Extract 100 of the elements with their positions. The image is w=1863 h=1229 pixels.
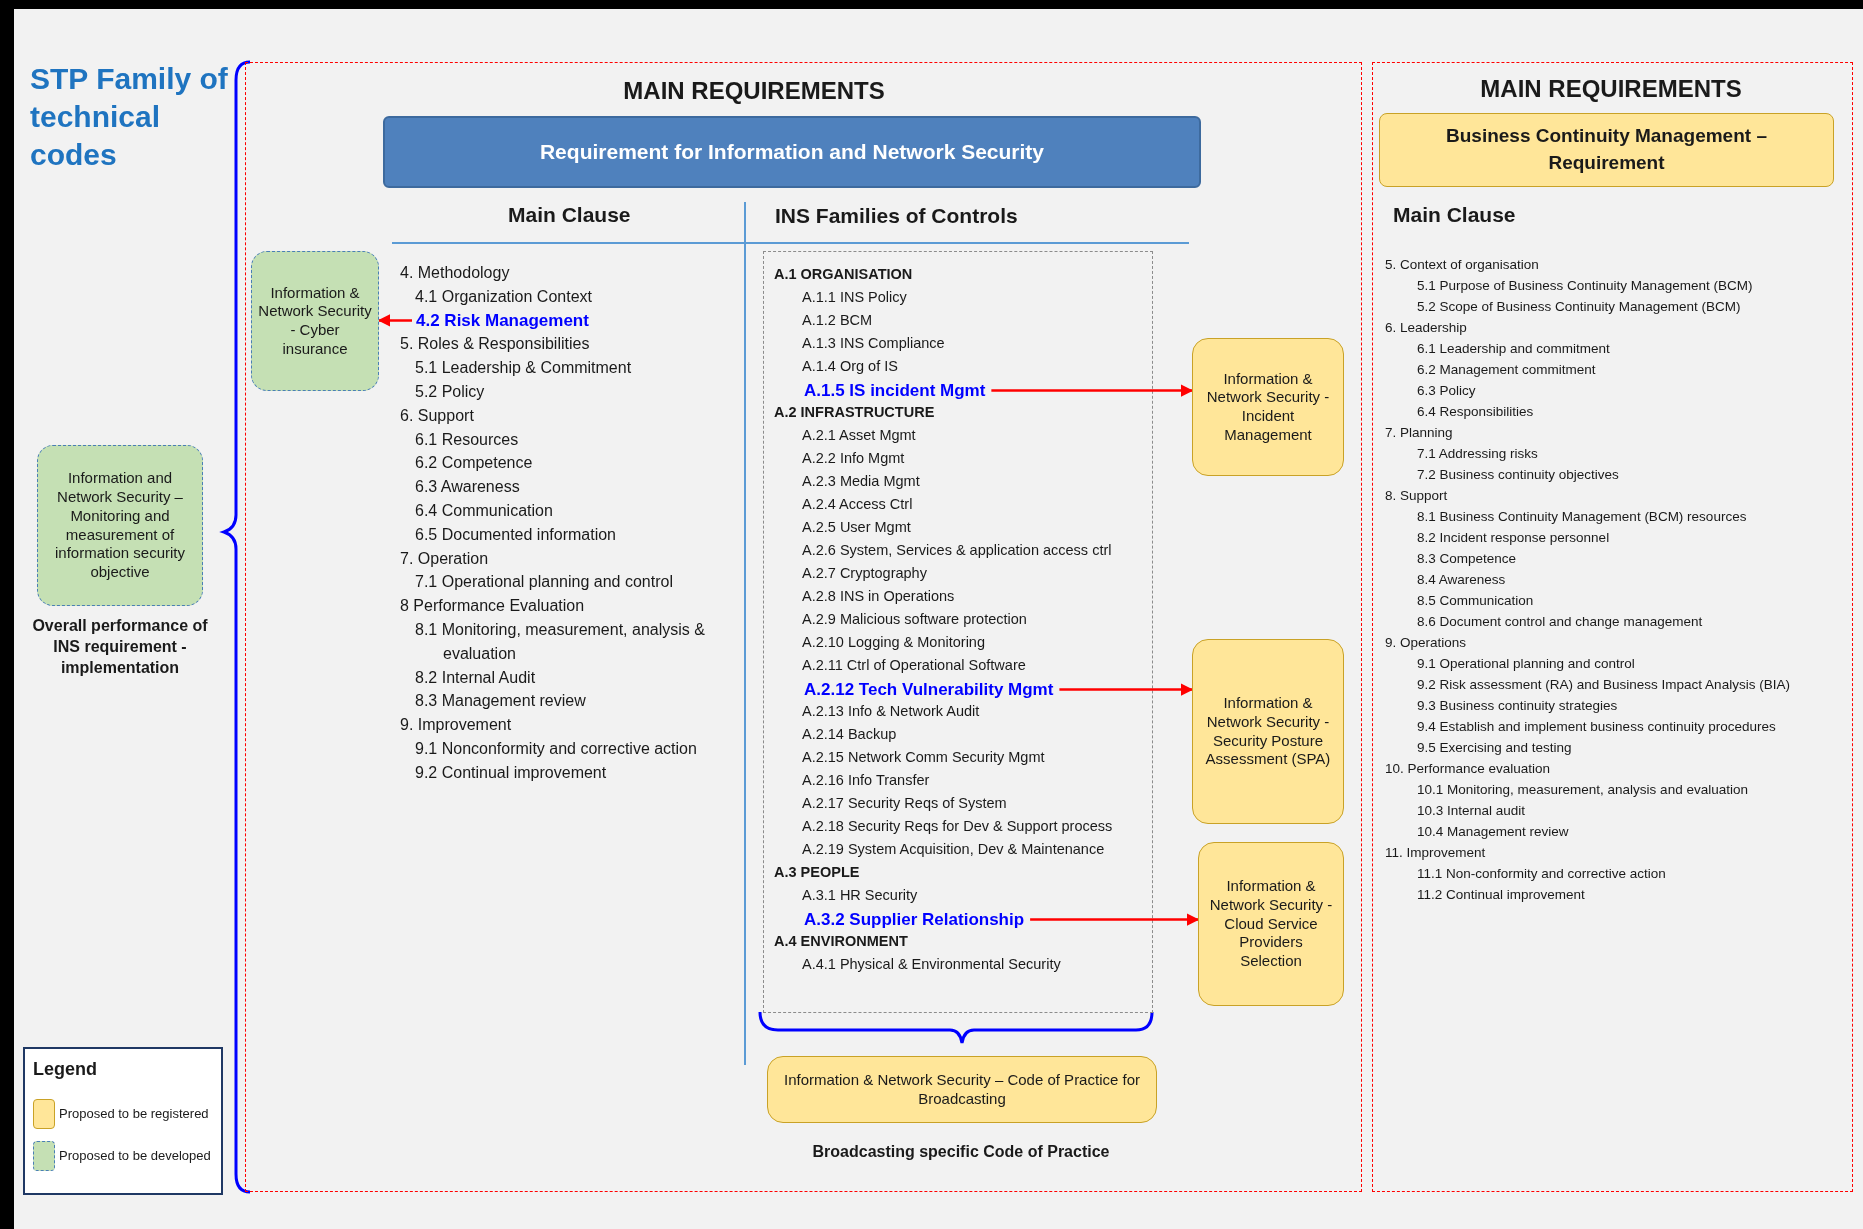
list-item: 6.1 Resources (415, 429, 519, 450)
highlighted-text: A.2.12 Tech Vulnerability Mgmt (804, 678, 1054, 701)
list-item: 7. Operation (400, 548, 489, 569)
panel-heading: MAIN REQUIREMENTS (623, 77, 885, 105)
list-item: 8.1 Monitoring, measurement, analysis & evaluation (415, 620, 706, 664)
rounded-box: Information & Network Security - Cloud Service Providers Selection (1198, 842, 1344, 1006)
list-item: 9.3 Business continuity strategies (1417, 697, 1618, 715)
list-item: 9. Operations (1385, 634, 1467, 652)
list-item: A.2.6 System, Services & application access ctrl (802, 541, 1112, 560)
caption-text: Broadcasting specific Code of Practice (811, 1142, 1111, 1162)
list-item: A.2.2 Info Mgmt (802, 449, 905, 468)
rounded-box: Information & Network Security - Incident Management (1192, 338, 1344, 476)
list-item: A.2.4 Access Ctrl (802, 495, 913, 514)
dashed-panel (1372, 62, 1853, 1192)
list-item: 8.2 Incident response personnel (1417, 529, 1610, 547)
list-item: A.2.8 INS in Operations (802, 587, 955, 606)
list-item: 10.1 Monitoring, measurement, analysis and evaluation (1417, 781, 1748, 799)
legend-text: Proposed to be developed (59, 1148, 211, 1163)
list-item: A.2.17 Security Reqs of System (802, 794, 1007, 813)
list-item: A.2.11 Ctrl of Operational Software (802, 656, 1026, 675)
list-item: 9. Improvement (400, 715, 512, 736)
section-heading: A.2 INFRASTRUCTURE (774, 403, 935, 422)
dashed-box (763, 251, 1153, 1013)
list-item: 5.1 Leadership & Commitment (415, 358, 632, 379)
list-item: 9.4 Establish and implement business continuity procedures (1417, 718, 1776, 736)
highlighted-text: 4.2 Risk Management (416, 308, 589, 333)
arrow (377, 314, 412, 327)
list-item: A.2.9 Malicious software protection (802, 610, 1027, 629)
list-item: A.2.18 Security Reqs for Dev & Support process (802, 817, 1113, 836)
section-heading: A.3 PEOPLE (774, 863, 860, 882)
list-item: 10.4 Management review (1417, 823, 1569, 841)
list-item: 8.2 Internal Audit (415, 667, 536, 688)
list-item: 9.1 Nonconformity and corrective action (415, 739, 697, 759)
list-item: 6. Leadership (1385, 319, 1467, 337)
list-item: 11. Improvement (1385, 844, 1486, 862)
column-heading: Main Clause (1393, 203, 1516, 227)
list-item: 8.6 Document control and change management (1417, 613, 1703, 631)
rounded-box: Information & Network Security - Cyber insurance (251, 251, 379, 391)
list-item: 8.3 Management review (415, 691, 586, 712)
list-item: A.1.3 INS Compliance (802, 334, 945, 353)
list-item: A.2.3 Media Mgmt (802, 472, 920, 491)
column-heading: Main Clause (508, 203, 631, 227)
list-item: 7. Planning (1385, 424, 1453, 442)
list-item: 8.1 Business Continuity Management (BCM) resources (1417, 508, 1747, 526)
list-item: A.2.1 Asset Mgmt (802, 426, 916, 445)
panel-heading: MAIN REQUIREMENTS (1480, 75, 1742, 103)
section-heading: A.4 ENVIRONMENT (774, 932, 908, 951)
list-item: 10. Performance evaluation (1385, 760, 1551, 778)
arrow (991, 384, 1194, 397)
rounded-box: Information & Network Security – Code of Practice for Broadcasting (767, 1056, 1157, 1123)
list-item: A.2.7 Cryptography (802, 564, 927, 583)
list-item: 9.1 Operational planning and control (1417, 655, 1635, 673)
list-item: 6.3 Awareness (415, 477, 520, 498)
list-item: 6.1 Leadership and commitment (1417, 340, 1610, 358)
list-item: A.3.1 HR Security (802, 886, 918, 905)
list-item: 10.3 Internal audit (1417, 802, 1526, 820)
highlighted-text: A.1.5 IS incident Mgmt (804, 379, 986, 402)
list-item: 11.1 Non-conformity and corrective action (1417, 865, 1666, 883)
list-item: 9.5 Exercising and testing (1417, 739, 1572, 757)
list-item: A.2.15 Network Comm Security Mgmt (802, 748, 1045, 767)
list-item: 4. Methodology (400, 263, 510, 283)
caption-text: Overall performance of INS requirement - implementation (31, 616, 209, 678)
list-item: 6.4 Communication (415, 501, 553, 521)
column-heading: INS Families of Controls (775, 204, 1018, 228)
list-item: 8.4 Awareness (1417, 571, 1506, 589)
legend-title: Legend (33, 1059, 97, 1080)
list-item: 8 Performance Evaluation (400, 596, 585, 617)
list-item: 9.2 Continual improvement (415, 762, 607, 783)
list-item: A.2.5 User Mgmt (802, 518, 911, 537)
list-item: 7.1 Operational planning and control (415, 572, 673, 593)
list-item: 8.3 Competence (1417, 550, 1517, 568)
dashed-panel (245, 62, 1362, 1192)
highlighted-text: A.3.2 Supplier Relationship (804, 908, 1025, 931)
list-item: A.2.14 Backup (802, 725, 897, 744)
list-item: 5.2 Policy (415, 382, 485, 402)
section-heading: A.1 ORGANISATION (774, 265, 913, 284)
list-item: 7.2 Business continuity objectives (1417, 466, 1619, 484)
list-item: 6.2 Competence (415, 453, 533, 474)
list-item: A.4.1 Physical & Environmental Security (802, 955, 1061, 974)
list-item: 8.5 Communication (1417, 592, 1534, 610)
list-item: A.2.10 Logging & Monitoring (802, 633, 985, 652)
list-item: 6. Support (400, 405, 474, 426)
list-item: A.2.13 Info & Network Audit (802, 702, 980, 721)
rounded-box: Information & Network Security - Security Posture Assessment (SPA) (1192, 639, 1344, 824)
list-item: 5.1 Purpose of Business Continuity Management (BCM) (1417, 277, 1753, 295)
list-item: 5.2 Scope of Business Continuity Management (BCM) (1417, 298, 1741, 316)
rounded-box: Business Continuity Management – Requirement (1379, 113, 1834, 187)
banner-box: Requirement for Information and Network Security (383, 116, 1201, 188)
list-item: 8. Support (1385, 487, 1448, 505)
list-item: 9.2 Risk assessment (RA) and Business Impact Analysis (BIA) (1417, 676, 1790, 694)
rounded-box: Information and Network Security – Monitoring and measurement of information security objective (37, 445, 203, 606)
arrow (1059, 683, 1194, 696)
title-text: STP Family of technical codes (30, 61, 229, 173)
legend-text: Proposed to be registered (59, 1106, 209, 1121)
list-item: 7.1 Addressing risks (1417, 445, 1538, 463)
list-item: 5. Roles & Responsibilities (400, 334, 590, 355)
list-item: A.1.1 INS Policy (802, 288, 907, 307)
list-item: 6.4 Responsibilities (1417, 403, 1534, 421)
list-item: 6.2 Management commitment (1417, 361, 1596, 379)
list-item: A.1.4 Org of IS (802, 357, 898, 376)
